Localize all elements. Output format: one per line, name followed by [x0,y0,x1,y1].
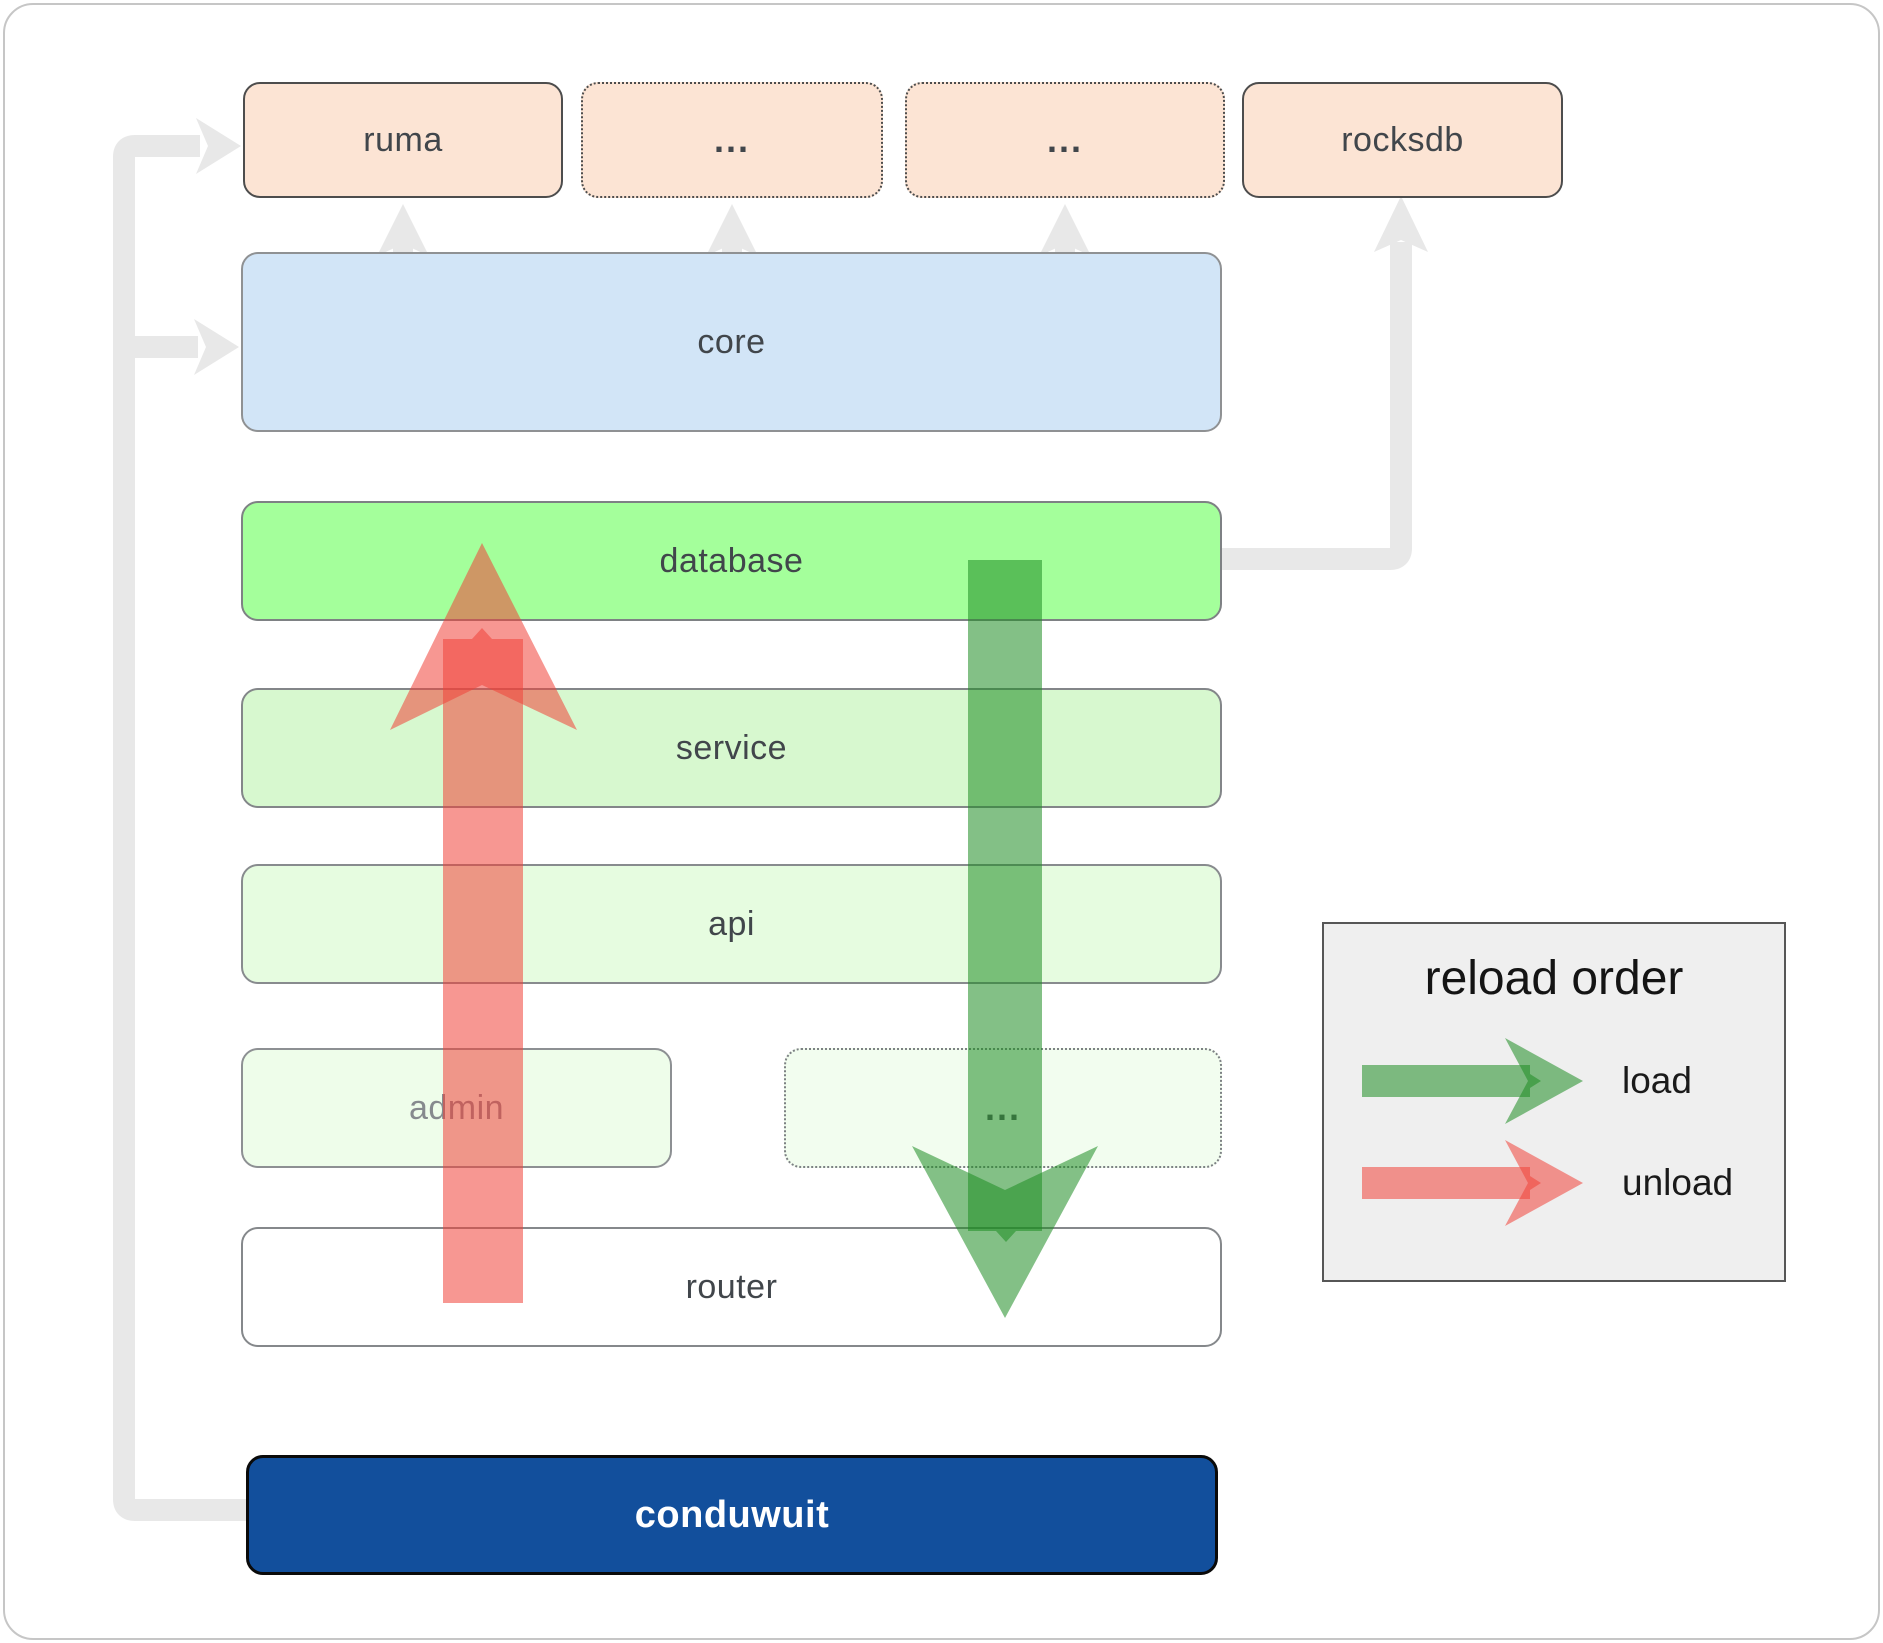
arrowhead-up-icon [377,204,429,256]
node-rocksdb: rocksdb [1242,82,1563,198]
node-rocksdb-label: rocksdb [1341,120,1464,159]
arrowhead-into-rocksdb-icon [1374,196,1428,252]
node-database: database [241,501,1222,621]
node-ruma: ruma [243,82,563,198]
node-ellipsis-mid-label: ... [984,1087,1021,1128]
node-api: api [241,864,1222,984]
node-router-label: router [685,1267,778,1306]
connector-core-to-ruma [377,204,429,256]
connector-core-to-ellipsis-1 [706,204,758,256]
arrowhead-up-icon [1039,204,1091,256]
node-ellipsis-top-2: ... [905,82,1225,198]
node-admin-label: admin [408,1088,505,1127]
arrowhead-up-icon [706,204,758,256]
legend-unload-label: unload [1622,1162,1734,1203]
connector-database-to-rocksdb [1222,196,1428,570]
node-ruma-label: ruma [363,120,443,159]
arrowhead-into-core-icon [194,319,239,375]
connector-conduwuit-to-ruma [113,118,246,1521]
node-ellipsis-top-1: ... [581,82,883,198]
node-conduwuit: conduwuit [246,1455,1218,1575]
legend-title: reload order [1424,951,1684,1005]
node-service-label: service [675,728,788,767]
node-ellipsis-top-1-label: ... [713,119,750,160]
arrowhead-into-ruma-icon [196,118,241,174]
node-core-label: core [697,322,766,361]
node-database-label: database [659,541,804,580]
page-border [3,3,1880,1640]
node-conduwuit-label: conduwuit [634,1493,830,1536]
legend-load-label: load [1622,1060,1692,1101]
node-admin: admin [241,1048,672,1168]
node-service: service [241,688,1222,808]
node-core: core [241,252,1222,432]
connector-core-to-ellipsis-2 [1039,204,1091,256]
node-ellipsis-mid: ... [784,1048,1222,1168]
node-router: router [241,1227,1222,1347]
node-api-label: api [708,904,755,943]
connector-conduwuit-to-core [124,319,239,375]
node-ellipsis-top-2-label: ... [1046,119,1083,160]
